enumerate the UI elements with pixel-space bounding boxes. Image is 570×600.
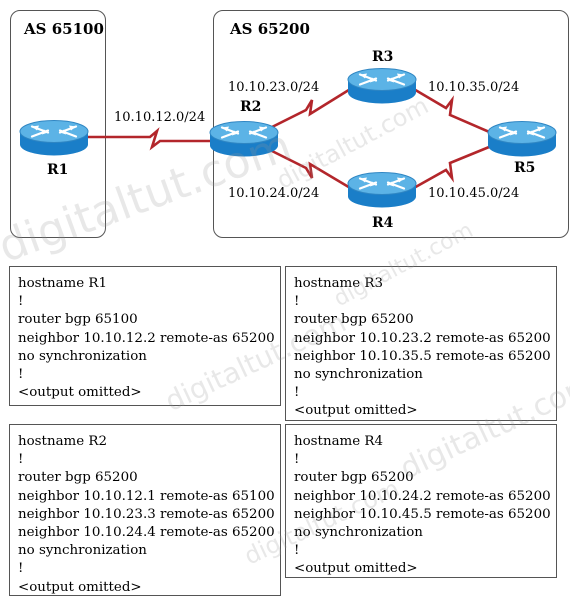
config-line: neighbor 10.10.23.3 remote-as 65200 bbox=[18, 506, 275, 522]
config-line: neighbor 10.10.12.2 remote-as 65200 bbox=[18, 330, 275, 346]
config-line: router bgp 65200 bbox=[294, 470, 414, 486]
config-line: neighbor 10.10.23.2 remote-as 65200 bbox=[294, 330, 551, 346]
config-line: hostname R2 bbox=[18, 434, 108, 449]
link-r2-r3 bbox=[271, 86, 353, 129]
config-line: ! bbox=[18, 561, 24, 577]
config-line: <output omitted> bbox=[294, 561, 418, 577]
config-line: hostname R1 bbox=[18, 276, 108, 291]
router-icon-r5 bbox=[487, 121, 557, 157]
router-label-r1: R1 bbox=[47, 162, 69, 178]
config-panel-r3: hostname R3! router bgp 65200 neighbor 10.… bbox=[285, 266, 557, 421]
router-icon-r4 bbox=[347, 172, 417, 208]
config-line: ! bbox=[294, 294, 300, 310]
config-line: neighbor 10.10.24.4 remote-as 65200 bbox=[18, 525, 275, 541]
config-line: ! bbox=[18, 294, 24, 310]
router-label-r3: R3 bbox=[372, 49, 394, 65]
net-label-r4-r5: 10.10.45.0/24 bbox=[428, 186, 520, 201]
net-label-r3-r5: 10.10.35.0/24 bbox=[428, 80, 520, 95]
link-r1-r2 bbox=[88, 127, 216, 151]
config-line: no synchronization bbox=[18, 543, 147, 559]
config-line: neighbor 10.10.45.5 remote-as 65200 bbox=[294, 506, 551, 522]
config-line: <output omitted> bbox=[18, 579, 142, 595]
router-icon-r1 bbox=[19, 120, 89, 156]
topology-diagram bbox=[19, 68, 557, 208]
router-label-r2: R2 bbox=[240, 99, 262, 115]
config-line: <output omitted> bbox=[294, 403, 418, 419]
config-line: no synchronization bbox=[18, 348, 147, 364]
config-line: neighbor 10.10.24.2 remote-as 65200 bbox=[294, 488, 551, 504]
config-panel-r2: hostname R2! router bgp 65200 neighbor 10.… bbox=[9, 424, 281, 596]
config-line: hostname R4 bbox=[294, 434, 384, 449]
net-label-r1-r2: 10.10.12.0/24 bbox=[114, 110, 206, 125]
config-line: router bgp 65100 bbox=[18, 312, 138, 328]
config-line: router bgp 65200 bbox=[294, 312, 414, 328]
net-label-r2-r3: 10.10.23.0/24 bbox=[228, 80, 320, 95]
router-icon-r2 bbox=[209, 121, 279, 157]
config-line: hostname R3 bbox=[294, 276, 384, 291]
config-line: no synchronization bbox=[294, 367, 423, 383]
config-line: <output omitted> bbox=[18, 385, 142, 401]
config-line: neighbor 10.10.12.1 remote-as 65100 bbox=[18, 488, 275, 504]
config-line: neighbor 10.10.35.5 remote-as 65200 bbox=[294, 348, 551, 364]
config-panel-r4: hostname R4! router bgp 65200 neighbor 10.… bbox=[285, 424, 557, 578]
link-r2-r4 bbox=[271, 149, 353, 191]
link-r4-r5 bbox=[411, 143, 495, 191]
config-line: ! bbox=[294, 452, 300, 468]
config-line: ! bbox=[18, 452, 24, 468]
net-label-r2-r4: 10.10.24.0/24 bbox=[228, 186, 320, 201]
config-panel-r1: hostname R1! router bgp 65100 neighbor 10.… bbox=[9, 266, 281, 406]
link-r3-r5 bbox=[411, 86, 495, 136]
config-line: ! bbox=[18, 367, 24, 383]
config-line: router bgp 65200 bbox=[18, 470, 138, 486]
config-line: ! bbox=[294, 385, 300, 401]
router-icon-r3 bbox=[347, 68, 417, 104]
config-line: no synchronization bbox=[294, 525, 423, 541]
router-label-r5: R5 bbox=[514, 160, 536, 176]
as-label-65100: AS 65100 bbox=[24, 20, 104, 38]
config-line: ! bbox=[294, 543, 300, 559]
as-label-65200: AS 65200 bbox=[230, 20, 310, 38]
router-label-r4: R4 bbox=[372, 215, 394, 231]
